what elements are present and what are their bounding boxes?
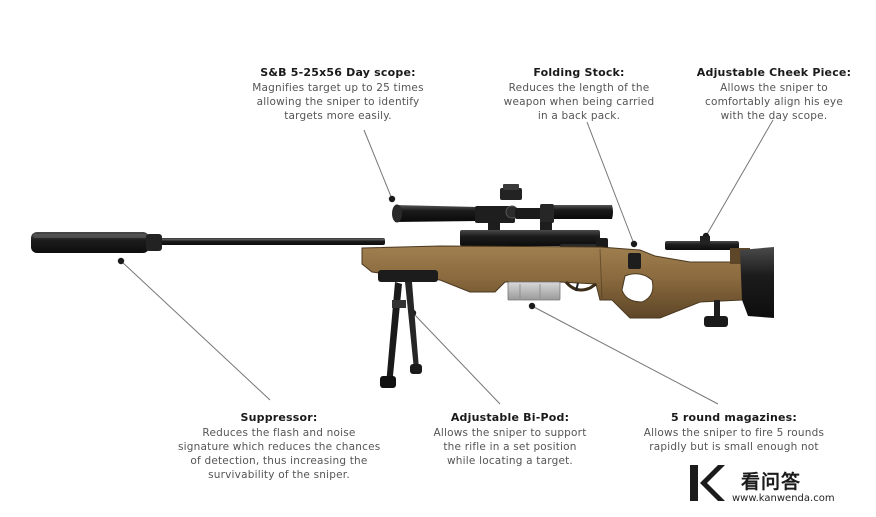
leader-line-suppressor — [120, 260, 271, 401]
callout-suppressor-line: Reduces the flash and noise — [202, 427, 356, 439]
callout-bipod-line: while locating a target. — [447, 455, 573, 467]
callout-cheek-piece-line: comfortably align his eye — [705, 96, 843, 108]
callout-magazines: 5 round magazines: Allows the sniper to … — [636, 411, 832, 454]
callout-cheek-piece-line: Allows the sniper to — [720, 82, 828, 94]
callout-folding-stock: Folding Stock: Reduces the length of the… — [494, 66, 664, 123]
callout-suppressor-line: survivability of the sniper. — [208, 469, 350, 481]
callout-suppressor-title: Suppressor: — [240, 411, 318, 424]
rifle-stock — [361, 245, 771, 319]
callout-magazines-line: rapidly but is small enough not — [649, 441, 819, 453]
callout-scope-line: Magnifies target up to 25 times — [252, 82, 424, 94]
leader-lines — [120, 119, 774, 405]
callout-suppressor: Suppressor: Reduces the flash and noise … — [178, 411, 380, 482]
callout-scope: S&B 5-25x56 Day scope: Magnifies target … — [248, 66, 428, 123]
butt-pad — [740, 247, 774, 318]
callout-scope-line: targets more easily. — [284, 110, 392, 122]
day-scope — [392, 184, 613, 232]
callout-bipod-title: Adjustable Bi-Pod: — [450, 411, 570, 424]
callout-magazines-line: Allows the sniper to fire 5 rounds — [643, 427, 825, 439]
callout-bipod-line: the rifle in a set position — [443, 441, 577, 453]
callout-folding-stock-line: Reduces the length of the — [508, 82, 650, 94]
leader-dot-magazines — [528, 302, 536, 310]
leader-dot-folding-stock — [630, 240, 638, 248]
watermark-url: www.kanwenda.com — [732, 493, 835, 504]
suppressor — [31, 232, 162, 253]
callout-scope-line: allowing the sniper to identify — [256, 96, 420, 108]
callout-folding-stock-title: Folding Stock: — [533, 66, 625, 79]
site-watermark: 看问答 www.kanwenda.com — [688, 463, 848, 507]
leader-line-scope — [363, 129, 393, 200]
magazine — [507, 281, 561, 301]
callout-suppressor-line: signature which reduces the chances — [178, 441, 381, 453]
folding-stock-hinge — [628, 253, 641, 269]
leader-line-bipod — [412, 312, 501, 405]
callout-magazines-title: 5 round magazines: — [670, 411, 798, 424]
leader-line-folding-stock — [586, 121, 635, 245]
leader-line-magazines — [531, 305, 719, 405]
callout-bipod-line: Allows the sniper to support — [433, 427, 587, 439]
callout-cheek-piece-line: with the day scope. — [720, 110, 828, 122]
callout-scope-title: S&B 5-25x56 Day scope: — [260, 66, 416, 79]
callout-cheek-piece-title: Adjustable Cheek Piece: — [696, 66, 852, 79]
leader-line-cheek-piece — [705, 119, 774, 237]
callout-folding-stock-line: in a back pack. — [537, 110, 621, 122]
kanwenda-logo-icon — [690, 465, 725, 501]
rear-monopod — [704, 300, 728, 327]
callout-folding-stock-line: weapon when being carried — [503, 96, 655, 108]
callout-bipod: Adjustable Bi-Pod: Allows the sniper to … — [420, 411, 600, 468]
barrel — [150, 238, 385, 245]
leader-dot-scope — [388, 195, 396, 203]
callout-cheek-piece: Adjustable Cheek Piece: Allows the snipe… — [690, 66, 858, 123]
watermark-site-name: 看问答 — [741, 471, 802, 493]
bipod — [378, 270, 438, 388]
callout-suppressor-line: of detection, thus increasing the — [190, 455, 368, 467]
leader-dot-suppressor — [117, 257, 125, 265]
